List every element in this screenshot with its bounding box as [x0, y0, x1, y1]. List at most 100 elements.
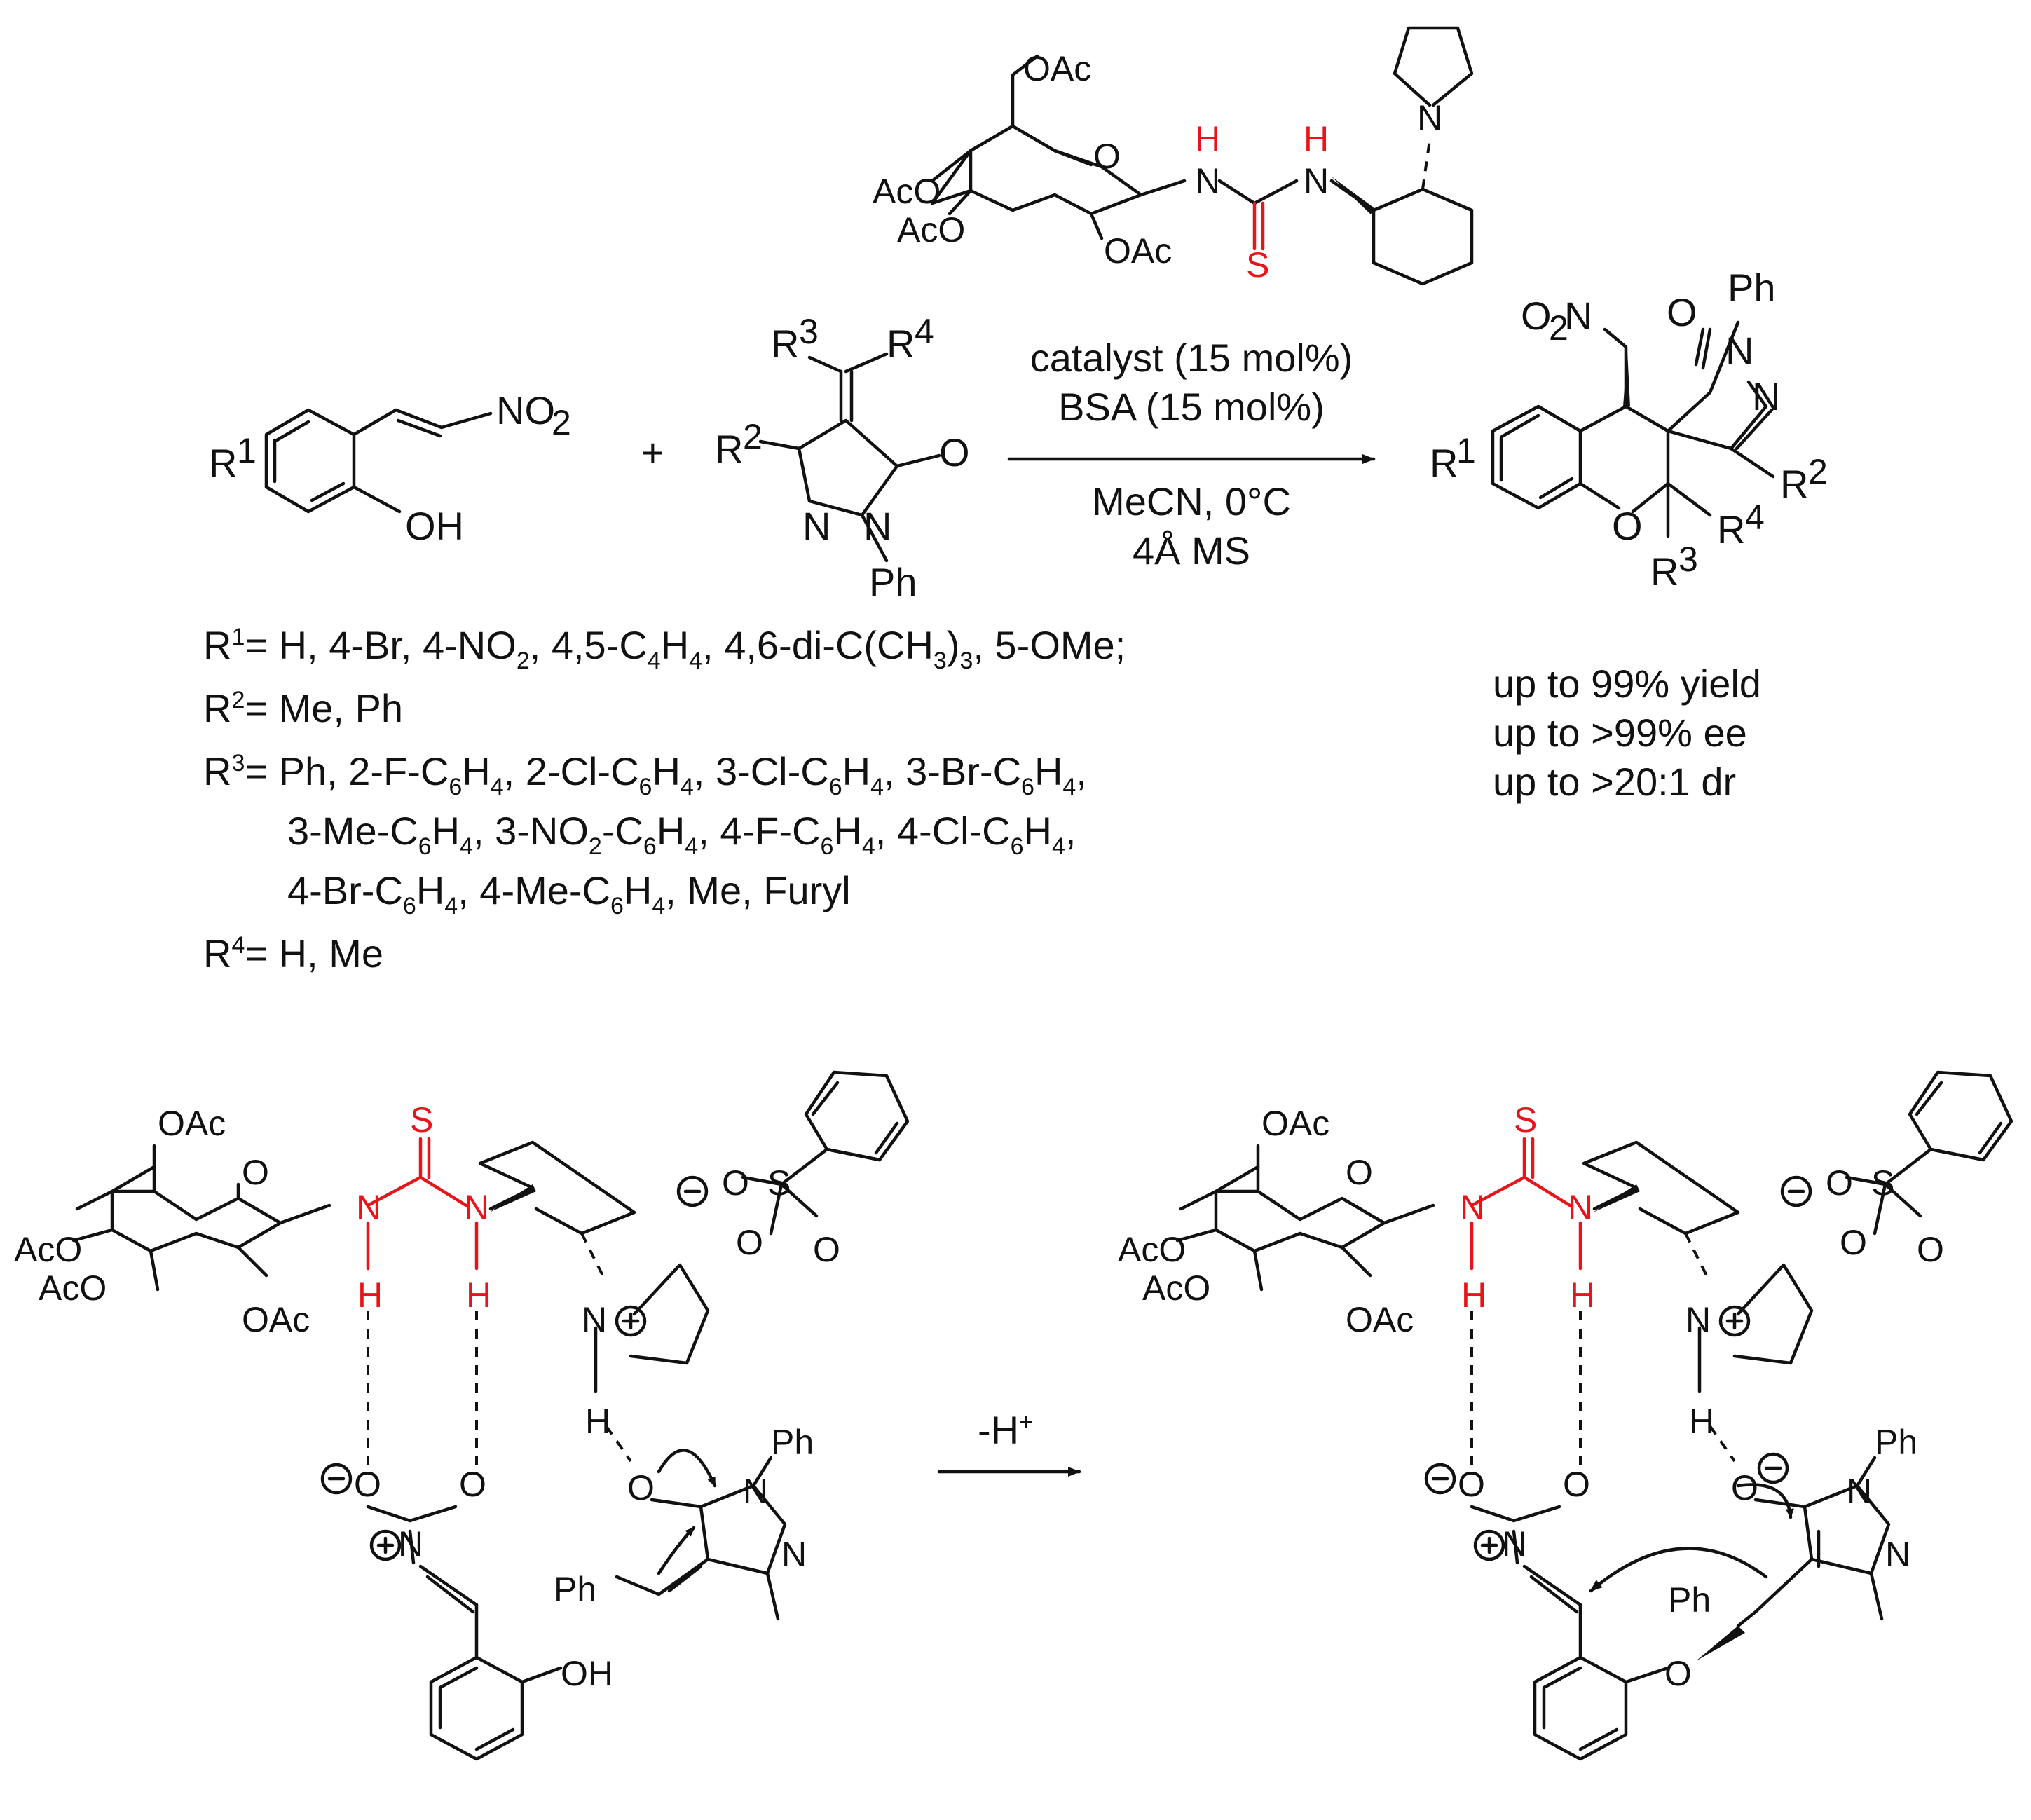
- ts1-l22: N: [781, 1535, 807, 1574]
- ts1-l19: O: [627, 1468, 655, 1507]
- substituent-list: R1= H, 4-Br, 4-NO2, 4,5-C4H4, 4,6-di-C(C…: [203, 623, 1126, 976]
- cat-label-4: O: [1093, 137, 1121, 176]
- sm1-r-sup: 1: [237, 431, 257, 470]
- plus-sign: +: [641, 430, 664, 474]
- sm1-no-sub: 2: [552, 403, 571, 442]
- ts1-l15: O: [354, 1465, 381, 1504]
- ts1-l3: O: [242, 1153, 269, 1192]
- ts1-l20: Ph: [771, 1423, 814, 1462]
- ts2-l9: H: [1570, 1275, 1595, 1315]
- cat-label-7: H: [1304, 119, 1329, 158]
- condition-3: MeCN, 0°C: [1092, 479, 1291, 524]
- sm2-o: O: [939, 430, 970, 474]
- sm2-r4-sup: 4: [915, 312, 934, 351]
- ts1-l7: H: [357, 1275, 383, 1315]
- sm1-no: NO: [496, 388, 555, 432]
- cat-label-2: AcO: [897, 210, 965, 249]
- cat-label-3: OAc: [1104, 231, 1172, 271]
- ts2-l23: Ph: [1668, 1580, 1711, 1620]
- ts1-l8: N: [464, 1188, 489, 1227]
- prod-r1: R: [1430, 441, 1458, 485]
- cat-label-6: N: [1195, 161, 1220, 200]
- ts1-l0: OAc: [158, 1104, 226, 1143]
- ts2-l0: OAc: [1261, 1104, 1329, 1143]
- ts1-l18: H: [585, 1402, 610, 1441]
- prod-r2: R: [1780, 462, 1808, 506]
- cat-label-8: N: [1304, 161, 1329, 200]
- prod-o2n-2: 2: [1549, 308, 1568, 348]
- ts1-l10: N: [582, 1300, 607, 1339]
- sm2-n1: N: [802, 504, 830, 548]
- condition-4: 4Å MS: [1133, 528, 1250, 573]
- prod-o2n-n: N: [1564, 294, 1592, 338]
- sm2-n2: N: [863, 504, 891, 548]
- ts2-l8: N: [1568, 1188, 1593, 1227]
- nitroalkene-structure: R 1 NO 2 OH: [209, 388, 571, 548]
- ts1-l2: AcO: [39, 1268, 107, 1308]
- ts2-l17: N: [1502, 1524, 1527, 1564]
- cat-label-9: S: [1246, 245, 1269, 285]
- condition-2: BSA (15 mol%): [1058, 385, 1325, 429]
- prod-r4-sup: 4: [1745, 498, 1765, 537]
- mechanism-ts1: OAc AcO AcO O OAc S N H N H N O S O O O …: [14, 1070, 910, 1761]
- ts2-l21: N: [1847, 1472, 1872, 1511]
- result-dr: up to >20:1 dr: [1493, 760, 1736, 804]
- ts2-l12: S: [1871, 1163, 1894, 1203]
- ts1-l11: O: [722, 1163, 749, 1203]
- charge-icons-ts2: [1424, 1175, 1812, 1561]
- mech-arrow-label: -H+: [978, 1408, 1033, 1452]
- ts2-l13: O: [1840, 1223, 1867, 1262]
- ts2-l22: N: [1885, 1535, 1910, 1574]
- r3-line-1: R3= Ph, 2-F-C6H4, 2-Cl-C6H4, 3-Cl-C6H4, …: [203, 749, 1087, 800]
- sm1-r: R: [209, 441, 237, 485]
- results-block: up to 99% yield up to >99% ee up to >20:…: [1493, 662, 1761, 804]
- ts2-l1: AcO: [1118, 1230, 1186, 1269]
- prod-r2-sup: 2: [1808, 452, 1828, 491]
- sm2-ph: Ph: [869, 560, 917, 604]
- ts2-l2: AcO: [1142, 1268, 1210, 1308]
- sm1-oh: OH: [405, 504, 464, 548]
- ts2-l7: H: [1461, 1275, 1486, 1315]
- ts2-l4: OAc: [1346, 1300, 1414, 1339]
- ts1-l1: AcO: [14, 1230, 82, 1269]
- ts1-l6: N: [356, 1188, 381, 1227]
- ts1-l13: O: [736, 1223, 763, 1262]
- r2-line: R2= Me, Ph: [203, 686, 403, 730]
- ts1-l14: O: [813, 1230, 840, 1269]
- prod-o2n-o: O: [1521, 294, 1552, 338]
- prod-r4: R: [1717, 507, 1745, 552]
- sm2-r4: R: [887, 322, 915, 366]
- cat-label-5: H: [1195, 119, 1220, 158]
- sm2-r3-sup: 3: [799, 312, 819, 351]
- sm2-r3: R: [771, 322, 799, 366]
- reaction-arrow: catalyst (15 mol%) BSA (15 mol%) MeCN, 0…: [1007, 336, 1376, 573]
- r1-line: R1= H, 4-Br, 4-NO2, 4,5-C4H4, 4,6-di-C(C…: [203, 623, 1126, 674]
- prod-carbonyl-o: O: [1667, 290, 1697, 334]
- condition-1: catalyst (15 mol%): [1030, 336, 1353, 380]
- ts2-l10: N: [1685, 1300, 1711, 1339]
- prod-n2: N: [1752, 374, 1780, 418]
- cat-label-10: N: [1417, 98, 1442, 137]
- ts1-l17: N: [398, 1524, 423, 1564]
- cat-label-0: OAc: [1023, 49, 1091, 88]
- prod-ph: Ph: [1728, 266, 1776, 310]
- ts2-l5: S: [1514, 1100, 1537, 1140]
- r3-line-2: 3-Me-C6H4, 3-NO2-C6H4, 4-F-C6H4, 4-Cl-C6…: [287, 809, 1076, 860]
- ts1-l4: OAc: [242, 1300, 310, 1339]
- ts2-l24: O: [1664, 1654, 1692, 1693]
- ts2-l3: O: [1346, 1153, 1373, 1192]
- prod-r3: R: [1650, 549, 1678, 594]
- pyrazolone-structure: R 3 R 4 R 2 O N N Ph: [715, 312, 970, 604]
- ts2-l19: O: [1731, 1468, 1758, 1507]
- product-structure: O 2 N O Ph N N R 1 R 2 O R 4 R 3: [1430, 266, 1828, 594]
- ts1-l12: S: [767, 1163, 791, 1203]
- ts1-l16: O: [459, 1465, 486, 1504]
- ts1-l24: OH: [561, 1654, 613, 1693]
- ts2-l20: Ph: [1875, 1423, 1917, 1462]
- r4-line: R4= H, Me: [203, 931, 383, 976]
- ts2-l16: O: [1563, 1465, 1590, 1504]
- prod-r3-sup: 3: [1678, 540, 1698, 579]
- ts1-l23: Ph: [554, 1570, 596, 1609]
- ts2-l18: H: [1689, 1402, 1714, 1441]
- cat-label-1: AcO: [873, 172, 941, 211]
